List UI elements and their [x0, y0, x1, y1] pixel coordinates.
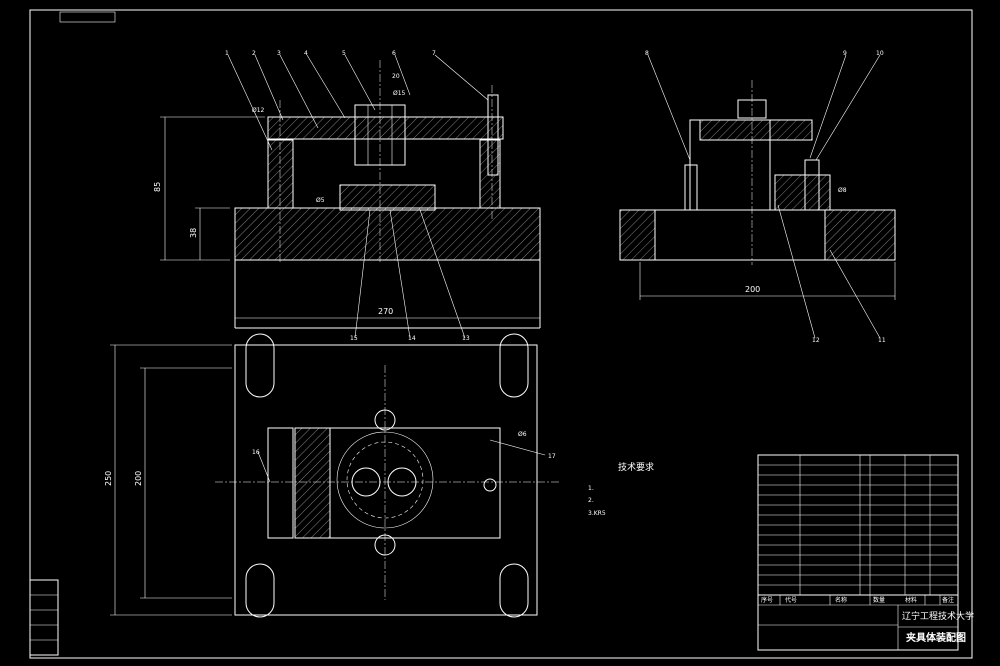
tech-requirement-2: 2. [588, 497, 594, 504]
parts-list [757, 454, 959, 596]
header-remark: 备注 [942, 596, 954, 604]
header-name: 名称 [835, 596, 847, 604]
callout: 12 [812, 337, 820, 344]
header-qty: 数量 [873, 596, 885, 604]
label-hole-15: Ø15 [393, 90, 406, 97]
front-base [234, 207, 541, 261]
callout: 17 [548, 453, 556, 460]
left-column [267, 139, 294, 209]
drawing-title: 夹具体装配图 [906, 631, 966, 644]
callout: 13 [462, 335, 470, 342]
side-top-plate [699, 119, 813, 141]
callout: 4 [304, 50, 308, 57]
dim-width-front: 270 [378, 307, 393, 316]
label-pin-12: Ø12 [252, 107, 265, 114]
top-base [234, 344, 538, 616]
label-pin-6: Ø6 [518, 431, 527, 438]
clamp-screw [487, 94, 499, 176]
label-pin-5: Ø5 [316, 197, 325, 204]
wing-knob [483, 478, 497, 492]
dim-outer-height: 250 [104, 471, 113, 486]
callout: 16 [252, 449, 260, 456]
callout: 15 [350, 335, 358, 342]
top-plate [267, 116, 504, 140]
title-block [757, 594, 959, 651]
callout: 2 [252, 50, 256, 57]
school-name: 辽宁工程技术大学 [902, 610, 974, 622]
tech-requirement-3: 3.KR5 [588, 510, 606, 517]
dim-height: 85 [153, 182, 162, 192]
callout: 5 [342, 50, 346, 57]
callout: 7 [432, 50, 436, 57]
right-column [479, 139, 501, 209]
callout: 3 [277, 50, 281, 57]
label-pin-8: Ø8 [838, 187, 847, 194]
dim-width-side: 200 [745, 285, 760, 294]
header-material: 材料 [905, 596, 917, 604]
left-stamp-block [29, 579, 59, 656]
tech-requirement-1: 1. [588, 485, 594, 492]
dim-base: 38 [189, 228, 198, 238]
callout: 6 [392, 50, 396, 57]
callout: 9 [843, 50, 847, 57]
header-no: 序号 [761, 596, 773, 604]
side-callouts: 8 9 10 11 12 [645, 50, 886, 344]
callout: 10 [876, 50, 884, 57]
callout: 8 [645, 50, 649, 57]
top-plate-outline [329, 427, 501, 539]
front-callouts: 1 2 3 4 5 6 7 13 14 15 [225, 50, 470, 342]
front-view [160, 54, 541, 339]
callout: 1 [225, 50, 229, 57]
tech-requirements-title: 技术要求 [618, 461, 654, 473]
side-view [619, 54, 896, 339]
workpiece [339, 184, 436, 211]
label-slot: 20 [392, 73, 400, 80]
corner-tag [59, 11, 116, 23]
dim-inner-height: 200 [134, 471, 143, 486]
outer-frame [29, 9, 973, 659]
top-view [110, 333, 560, 618]
callout: 11 [878, 337, 886, 344]
callout: 14 [408, 335, 416, 342]
header-code: 代号 [785, 596, 797, 604]
